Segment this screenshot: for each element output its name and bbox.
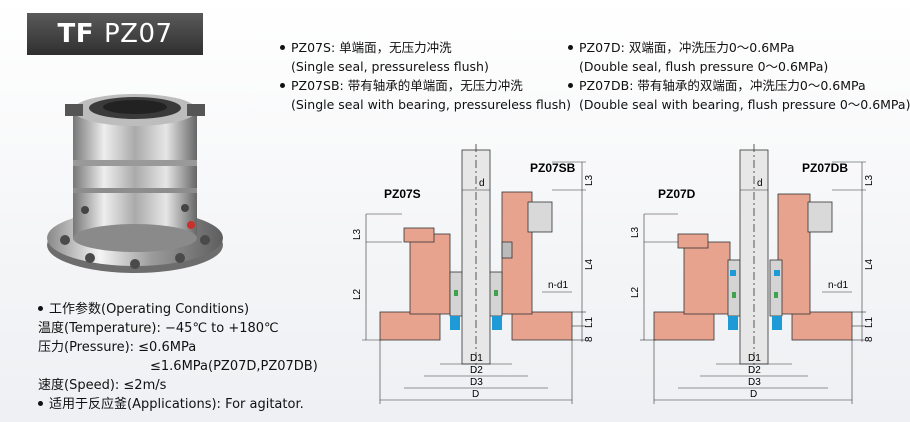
- variant-pz07d-en: (Double seal, flush pressure 0～0.6MPa): [579, 59, 829, 74]
- dim-l1: L1: [584, 316, 595, 328]
- dim-D3-2: D3: [748, 377, 761, 388]
- dim-l3: L3: [352, 228, 363, 240]
- dim-l2: L2: [352, 288, 363, 300]
- variant-pz07sb: PZ07SB: 带有轴承的单端面，无压力冲洗: [280, 76, 571, 95]
- variant-list-right: PZ07D: 双端面，冲洗压力0～0.6MPa (Double seal, fl…: [568, 38, 910, 114]
- dim-l1-2: L1: [864, 316, 875, 328]
- dim-d: d: [479, 178, 485, 189]
- drawing-pz07d: PZ07D PZ07DB d L3 L2 L3 L4 L1 8 n-d1 D1 …: [630, 144, 875, 404]
- spec-pressure: 压力(Pressure): ≤0.6MPa: [38, 340, 197, 355]
- dim-D2-2: D2: [748, 365, 761, 376]
- spec-applications: 适用于反应釜(Applications): For agitator.: [38, 395, 318, 414]
- variant-pz07db-en: (Double seal with bearing, flush pressur…: [579, 97, 910, 112]
- variant-pz07s: PZ07S: 单端面，无压力冲洗: [280, 38, 571, 57]
- variant-pz07s-en: (Single seal, pressureless flush): [291, 59, 489, 74]
- drawing-pz07s: PZ07S PZ07SB d L3 L2 L3 L4 L1 8 n-d1 D1 …: [352, 144, 595, 404]
- dim-l3-left-2: L3: [630, 226, 641, 238]
- dim-nd1: n-d1: [548, 280, 568, 291]
- product-photo: [47, 94, 223, 273]
- dim-d-right: d: [757, 178, 763, 189]
- product-title: TF PZ07: [27, 13, 203, 55]
- label-pz07d: PZ07D: [658, 187, 696, 201]
- dim-l4-2: L4: [864, 258, 875, 270]
- operating-conditions: 工作参数(Operating Conditions) 温度(Temperatur…: [38, 300, 318, 414]
- spec-speed: 速度(Speed): ≤2m/s: [38, 378, 167, 393]
- variant-pz07sb-en: (Single seal with bearing, pressureless …: [291, 97, 572, 112]
- dim-D2: D2: [470, 365, 483, 376]
- dim-D3: D3: [470, 377, 483, 388]
- dim-nd1-2: n-d1: [828, 280, 848, 291]
- label-pz07sb: PZ07SB: [530, 161, 576, 175]
- variant-pz07d: PZ07D: 双端面，冲洗压力0～0.6MPa: [568, 38, 910, 57]
- dim-8: 8: [584, 336, 595, 342]
- dim-D: D: [472, 389, 479, 400]
- dim-8-2: 8: [864, 336, 875, 342]
- dim-l3-right-2: L3: [864, 174, 875, 186]
- variant-list-left: PZ07S: 单端面，无压力冲洗 (Single seal, pressurel…: [280, 38, 571, 114]
- brand-label: TF: [57, 19, 94, 49]
- spec-pressure-db: ≤1.6MPa(PZ07D,PZ07DB): [150, 359, 318, 374]
- dim-l3-right: L3: [584, 174, 595, 186]
- model-label: PZ07: [103, 19, 173, 49]
- dim-D1: D1: [470, 353, 483, 364]
- variant-pz07db: PZ07DB: 带有轴承的双端面，冲洗压力0～0.6MPa: [568, 76, 910, 95]
- dim-D-2: D: [750, 389, 757, 400]
- dim-D1-2: D1: [748, 353, 761, 364]
- label-pz07db: PZ07DB: [802, 161, 848, 175]
- dim-l4: L4: [584, 258, 595, 270]
- specs-title: 工作参数(Operating Conditions): [38, 300, 318, 319]
- dim-l2-2: L2: [630, 286, 641, 298]
- label-pz07s: PZ07S: [384, 187, 421, 201]
- spec-temperature: 温度(Temperature): −45℃ to +180℃: [38, 321, 279, 336]
